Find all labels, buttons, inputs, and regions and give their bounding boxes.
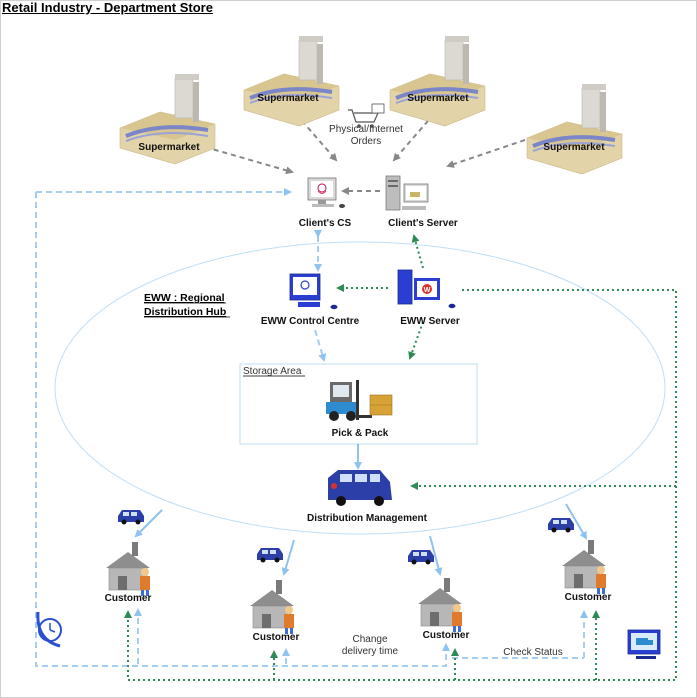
- van-icon-4: [548, 518, 574, 533]
- distribution-van-icon: [328, 470, 392, 506]
- van-icon-2: [257, 548, 283, 563]
- supermarket-label-4: Supermarket: [543, 142, 605, 153]
- arrow-dist-customer3: [429, 535, 443, 576]
- van-icon-3: [408, 550, 434, 565]
- arrow-supermarket4-server: [446, 139, 526, 168]
- change-delivery-line1: Change: [352, 634, 387, 645]
- hub-ellipse: [54, 241, 666, 535]
- customer-house-2: [249, 579, 295, 635]
- pick-pack-label: Pick & Pack: [332, 428, 389, 439]
- client-cs-computer-icon: [307, 177, 346, 209]
- arrow-dist-customer1: [134, 509, 163, 538]
- control-centre-computer-icon: [289, 273, 338, 310]
- page-title: Retail Industry - Department Store: [2, 0, 213, 15]
- status-line: [124, 289, 677, 681]
- arrow-dist-customer2: [281, 539, 295, 576]
- monitor-truck-icon: [627, 629, 661, 659]
- check-status-label: Check Status: [503, 647, 562, 658]
- arrow-dist-customer4: [565, 503, 588, 540]
- change-delivery-line2: delivery time: [342, 646, 399, 657]
- arrow-ewwserver-storage: [408, 321, 424, 360]
- supermarket-building-4: [525, 82, 624, 176]
- customer-label-1: Customer: [105, 593, 152, 604]
- customer-label-2: Customer: [253, 632, 300, 643]
- orders-label-line1: Physical/Internet: [329, 124, 403, 135]
- van-icon-1: [118, 510, 144, 525]
- arrow-supermarket1-clientcs: [204, 146, 294, 175]
- customer-house-3: [417, 577, 463, 633]
- arrow-control-storage: [314, 329, 327, 362]
- supermarket-building-2: [242, 34, 341, 128]
- supermarket-label-1: Supermarket: [138, 142, 200, 153]
- eww-server-label: EWW Server: [400, 316, 460, 327]
- supermarket-label-2: Supermarket: [257, 93, 319, 104]
- change-delivery-line: [35, 192, 450, 667]
- client-server-label: Client's Server: [388, 218, 458, 229]
- client-server-icon: [385, 175, 429, 211]
- customer-label-3: Customer: [423, 630, 470, 641]
- supermarket-label-3: Supermarket: [407, 93, 469, 104]
- control-centre-label: EWW Control Centre: [261, 316, 360, 327]
- forklift-icon: [326, 380, 393, 421]
- hub-label-line2: Distribution Hub: [144, 306, 226, 318]
- hub-label-line1: EWW : Regional: [144, 292, 225, 304]
- storage-area-label: Storage Area: [243, 366, 302, 377]
- arrow-ewwserver-clientserver: [411, 234, 424, 269]
- clock-phone-icon: [36, 611, 62, 648]
- customer-house-1: [105, 541, 151, 597]
- customer-label-4: Customer: [565, 592, 612, 603]
- distribution-label: Distribution Management: [307, 513, 428, 524]
- supermarket-building-3: [388, 34, 487, 128]
- customer-house-4: [561, 539, 607, 595]
- client-cs-label: Client's CS: [299, 218, 352, 229]
- orders-label-line2: Orders: [351, 136, 382, 147]
- eww-server-icon: W: [397, 269, 456, 309]
- shopping-cart-icon: [348, 103, 385, 128]
- svg-text:W: W: [424, 287, 431, 294]
